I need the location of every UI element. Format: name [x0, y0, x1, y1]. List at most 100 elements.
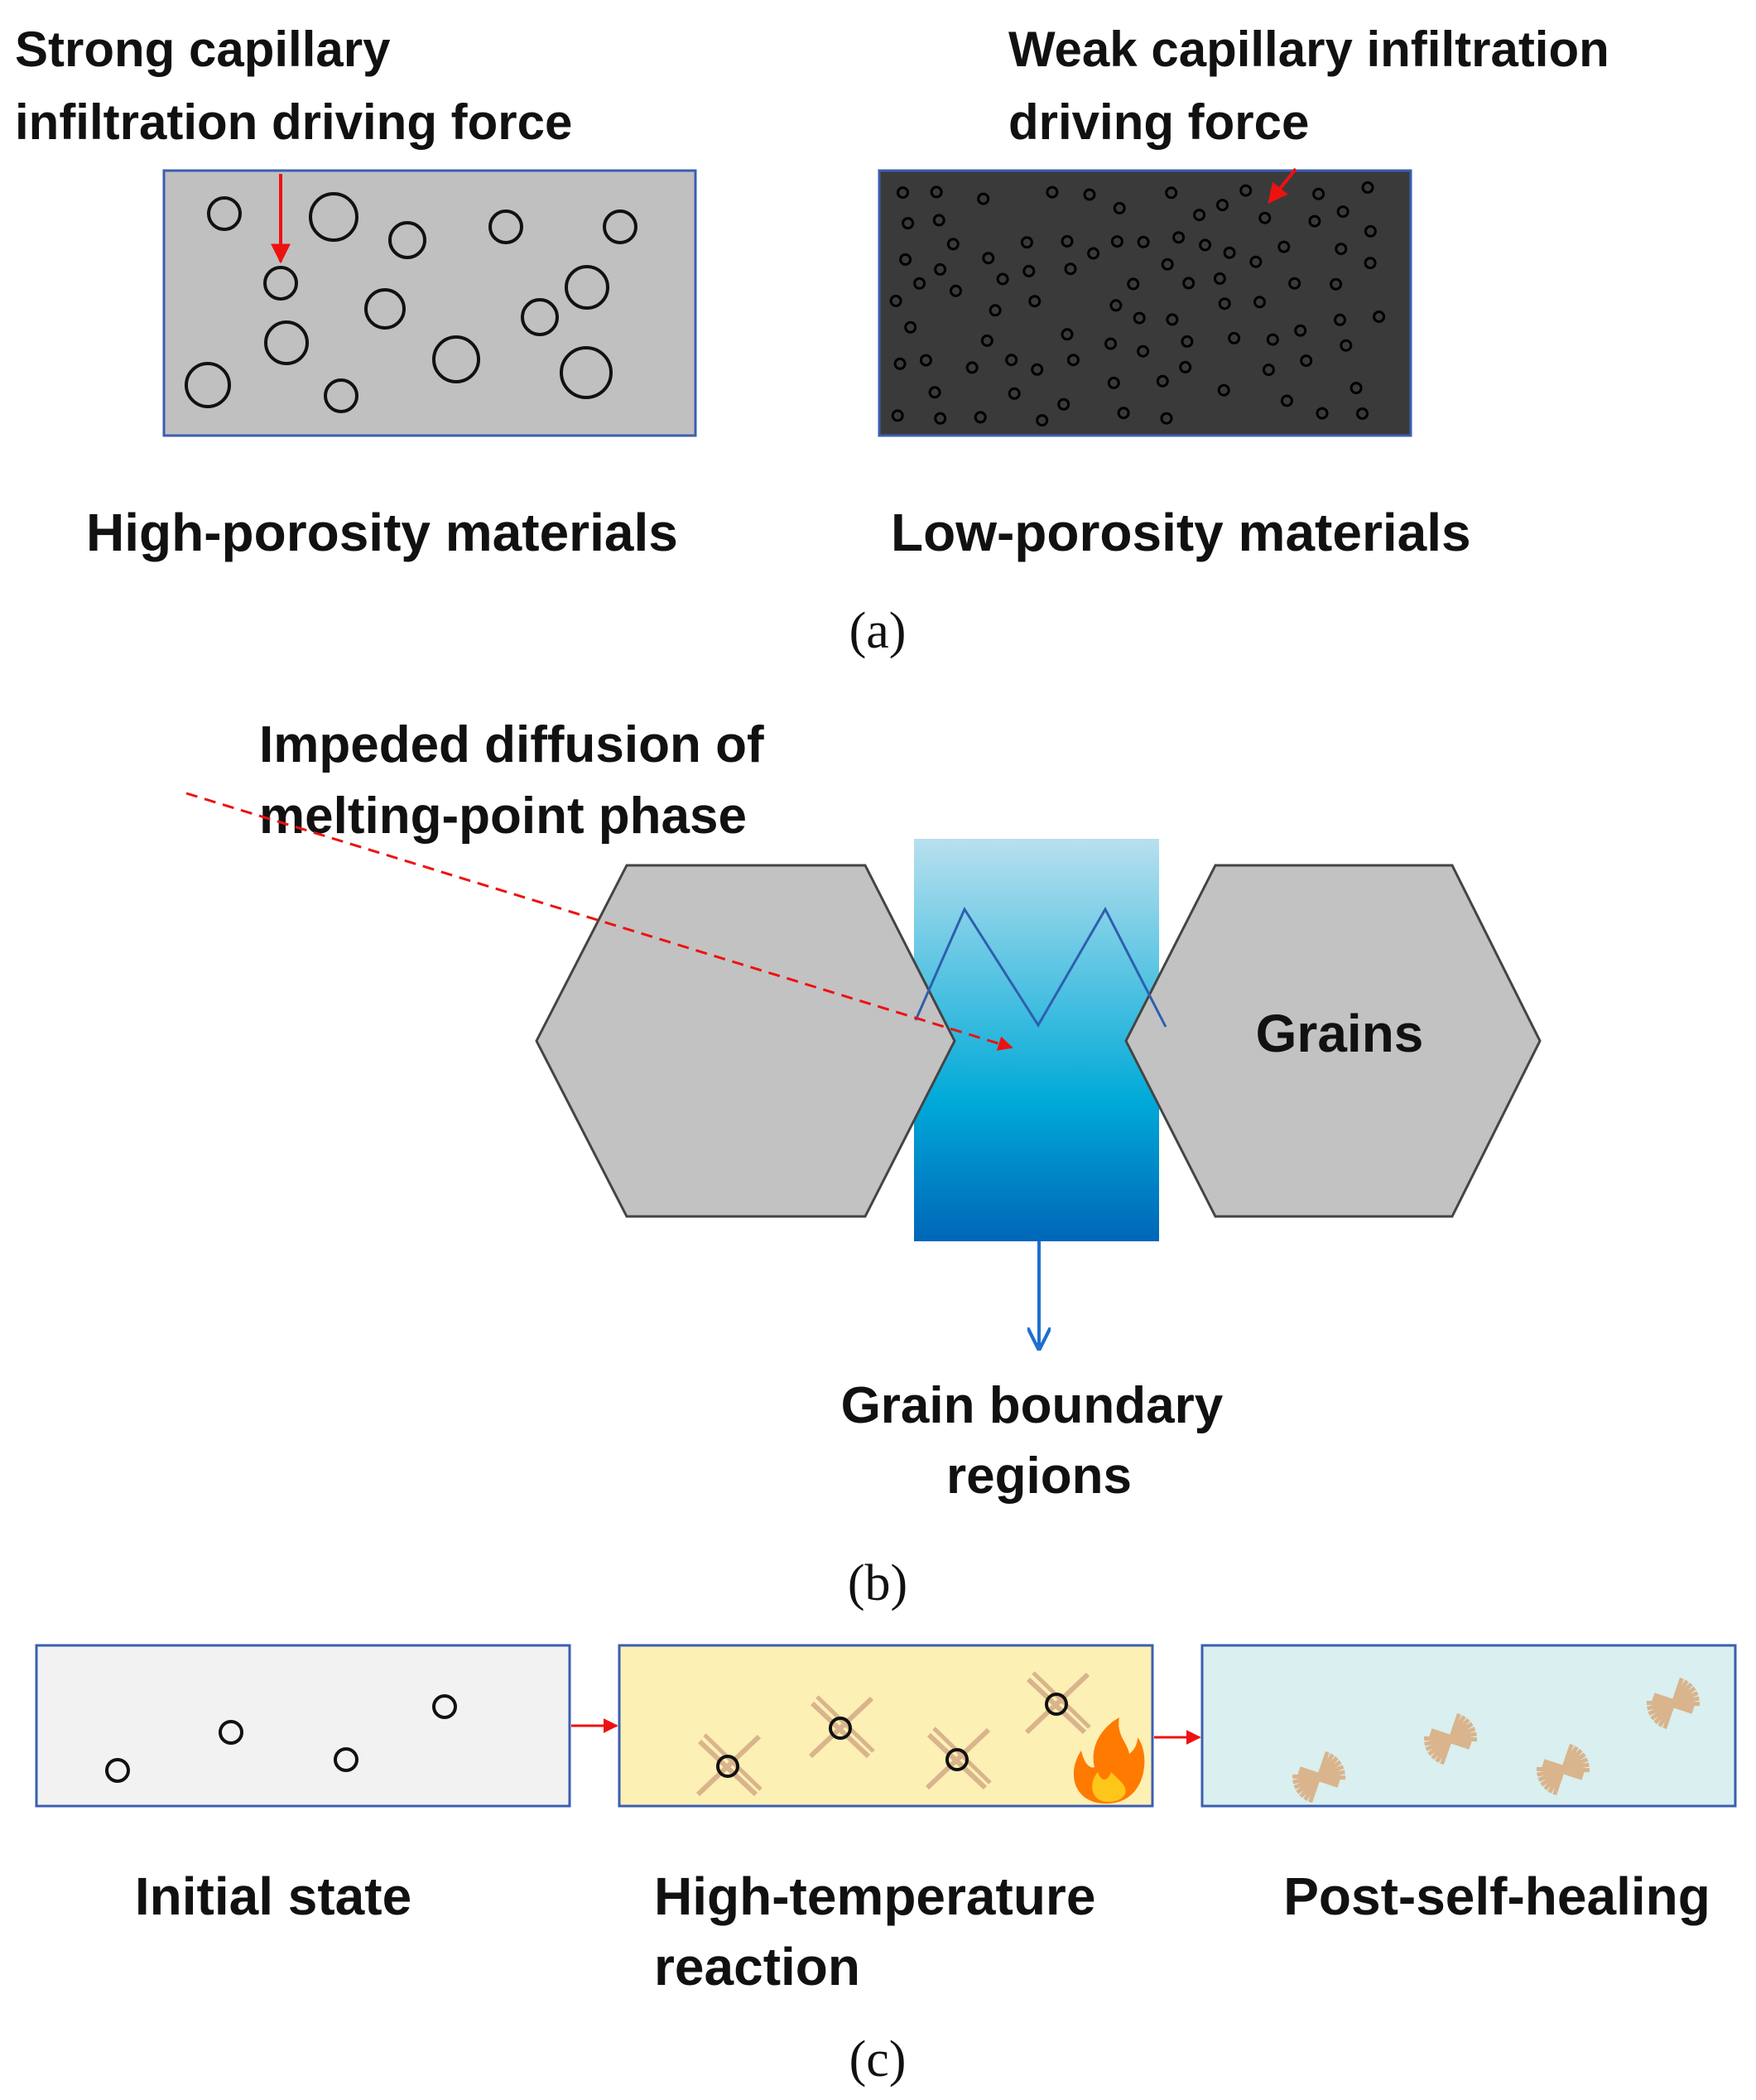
panel-b: Impeded diffusion of melting-point phase…	[185, 716, 1542, 1611]
pore	[560, 346, 613, 399]
pore	[977, 192, 990, 205]
reacting-pores	[695, 1671, 1091, 1797]
initial-pores	[105, 1694, 457, 1783]
boundary-zigzag	[914, 906, 1167, 1028]
weak-capillary-label: Weak capillary infiltration driving forc…	[1008, 22, 1623, 150]
stage-healed-label: Post-self-healing	[1283, 1866, 1710, 1926]
pore	[1127, 277, 1140, 291]
pore	[1165, 186, 1178, 200]
pore	[1031, 363, 1044, 376]
pore	[989, 304, 1002, 317]
pore	[1083, 188, 1096, 201]
pore	[1137, 344, 1150, 358]
grains-label: Grains	[1256, 1004, 1424, 1063]
pore	[965, 361, 979, 374]
pore	[1109, 299, 1123, 312]
pore	[1181, 335, 1194, 348]
pore	[1160, 412, 1173, 425]
low-porosity-pores	[889, 181, 1386, 427]
pore	[264, 320, 309, 365]
healed-product	[1423, 1712, 1478, 1765]
pore	[1216, 199, 1229, 212]
reacting-pore	[1024, 1671, 1091, 1735]
pore	[1064, 262, 1077, 276]
pore	[1217, 383, 1230, 397]
pore	[1161, 258, 1174, 271]
pore	[1239, 184, 1253, 197]
pore	[603, 210, 637, 244]
pore	[932, 214, 945, 227]
pore	[974, 411, 987, 424]
pore	[488, 210, 523, 244]
pore	[893, 357, 907, 370]
high-porosity-caption: High-porosity materials	[86, 503, 678, 562]
pore	[930, 185, 943, 199]
reacting-pore	[808, 1695, 875, 1759]
pore	[1349, 382, 1363, 395]
pore	[1179, 360, 1192, 373]
high-porosity-pores	[185, 192, 637, 413]
reacting-pore	[925, 1727, 992, 1790]
pore	[1137, 235, 1150, 248]
pore	[1266, 333, 1279, 346]
pore	[904, 320, 917, 334]
panel-c-label: (c)	[849, 2031, 907, 2088]
panel-a-label: (a)	[849, 603, 907, 659]
pore	[1020, 236, 1033, 249]
healed-product	[1646, 1677, 1701, 1730]
pore	[1277, 240, 1291, 253]
panel-c: Initial state High-temperature reaction …	[35, 1644, 1737, 2088]
pore	[1364, 257, 1377, 270]
pore	[388, 221, 426, 259]
pore	[1107, 376, 1120, 389]
pore	[432, 1694, 457, 1719]
pore	[432, 335, 480, 383]
pore	[1258, 211, 1272, 224]
pore	[913, 277, 926, 290]
pore	[1046, 185, 1059, 199]
pore	[1213, 272, 1226, 285]
pore	[219, 1720, 243, 1745]
high-porosity-material-block	[162, 169, 697, 437]
pore	[207, 196, 242, 231]
pore	[1061, 328, 1074, 341]
pore	[105, 1758, 130, 1783]
pore	[565, 265, 609, 310]
pore	[1228, 331, 1241, 344]
pore	[1218, 297, 1231, 311]
pore	[1022, 264, 1036, 277]
pore	[1036, 414, 1049, 427]
healed-product	[1536, 1743, 1590, 1796]
pore	[364, 288, 406, 330]
pore	[1330, 277, 1343, 291]
reacting-pore	[695, 1733, 763, 1797]
pore	[950, 284, 962, 297]
panel-b-label: (b)	[848, 1555, 907, 1611]
pore	[928, 386, 941, 399]
pore	[1356, 407, 1369, 420]
pore	[919, 354, 932, 367]
pore	[934, 262, 947, 276]
pore	[996, 272, 1009, 286]
pore	[980, 334, 993, 347]
panel-a: Strong capillary infiltration driving fo…	[15, 22, 1623, 659]
pore	[334, 1747, 358, 1772]
pore	[899, 253, 912, 266]
pore	[1087, 247, 1100, 260]
pore	[521, 298, 559, 336]
pore	[1117, 407, 1130, 420]
pore	[1300, 354, 1313, 368]
pore	[1110, 235, 1123, 248]
pore	[1253, 296, 1266, 309]
pore	[1104, 337, 1117, 350]
pore	[263, 266, 298, 301]
pore	[1193, 209, 1206, 222]
grain-boundary-label: Grain boundary regions	[841, 1377, 1238, 1505]
diffusion-arrow	[185, 792, 1013, 1051]
grain-left	[535, 864, 956, 1218]
pore	[1361, 181, 1374, 194]
pore	[934, 412, 947, 425]
pore	[891, 409, 904, 422]
pore	[889, 294, 902, 307]
